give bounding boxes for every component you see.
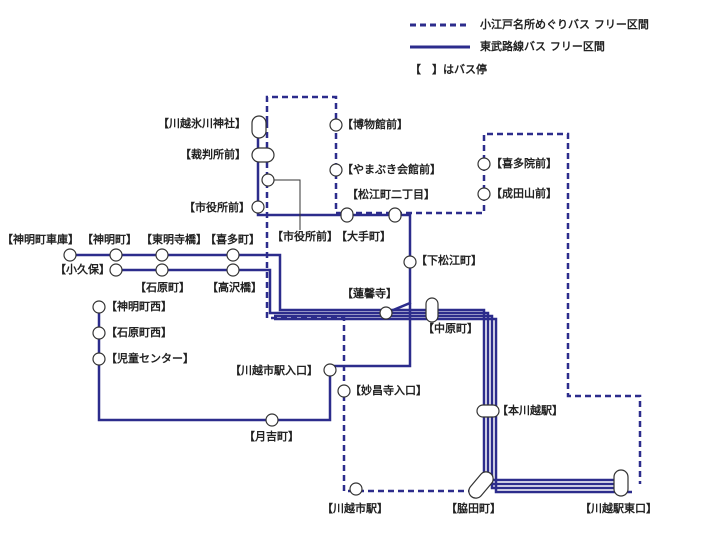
stop-label-hon-kawagoe: 【本川越駅】 xyxy=(497,404,563,417)
stop-marker-shinmeicho-shako xyxy=(63,248,77,262)
stop-label-nakaharacho: 【中原町】 xyxy=(423,322,478,335)
stop-marker-hon-kawagoe xyxy=(476,404,500,418)
legend-free-bus-label: 小江戸名所めぐりバス フリー区間 xyxy=(480,18,649,31)
stop-marker-kawagoe-shi xyxy=(349,482,363,496)
stop-label-kawagoe-hikawa: 【川越氷川神社】 xyxy=(158,117,246,130)
stop-marker-shiyakusho-1 xyxy=(251,200,265,214)
stop-label-ishiharacho: 【石原町】 xyxy=(135,281,190,294)
stop-label-hakubutsukan: 【博物館前】 xyxy=(342,118,408,131)
stop-marker-kokubo xyxy=(109,263,123,277)
stop-marker-rensho-ji xyxy=(379,306,393,320)
stop-label-kitain: 【喜多院前】 xyxy=(491,157,557,170)
stop-layer xyxy=(63,115,629,499)
stop-marker-shinmeicho xyxy=(109,248,123,262)
stop-marker-shinmeicho-nishi xyxy=(92,300,106,314)
stop-label-wakita: 【脇田町】 xyxy=(446,502,501,515)
stop-label-yamabuki: 【やまぶき会館前】 xyxy=(342,163,441,176)
stop-marker-ishiharacho-nishi xyxy=(92,326,106,340)
stop-label-myoshoji: 【妙昌寺入口】 xyxy=(350,384,427,397)
stop-label-jido-center: 【児童センター】 xyxy=(106,352,194,365)
stop-marker-kitain xyxy=(477,157,491,171)
stop-label-ishiharacho-nishi: 【石原町西】 xyxy=(106,326,172,339)
stop-marker-ishiharacho xyxy=(155,263,169,277)
stop-marker-wakita xyxy=(468,471,494,499)
stop-marker-kawagoe-east xyxy=(613,469,629,497)
stop-marker-shiyakusho-2 xyxy=(261,173,275,187)
stop-label-kawagoe-east: 【川越駅東口】 xyxy=(580,502,657,515)
stop-label-matsue-2: 【松江町二丁目】 xyxy=(347,188,435,201)
stop-label-tomei-bashi: 【東明寺橋】 xyxy=(141,233,207,246)
stop-marker-kawagoe-hikawa xyxy=(251,115,267,139)
stop-marker-narita xyxy=(477,187,491,201)
stop-label-shinmeicho: 【神明町】 xyxy=(82,233,137,246)
stop-marker-matsue-2-b xyxy=(388,207,402,223)
leader-line xyxy=(268,179,301,230)
stop-label-kokubo: 【小久保】 xyxy=(55,263,110,276)
stop-label-takasawabashi: 【高沢橋】 xyxy=(207,281,262,294)
stop-label-tsukiyoshi: 【月吉町】 xyxy=(244,430,299,443)
legend-stop-note: 【 】はバス停 xyxy=(410,63,487,76)
stop-label-shimo-matsue: 【下松江町】 xyxy=(416,254,482,267)
stop-marker-kawagoe-shi-iriguchi xyxy=(323,363,337,377)
stop-label-shiyakusho-1: 【市役所前】 xyxy=(184,201,250,214)
stop-marker-yamabuki xyxy=(329,163,343,177)
stop-marker-hakubutsukan xyxy=(329,118,343,132)
stop-label-kitamachi: 【喜多町】 xyxy=(205,233,260,246)
stop-marker-kitamachi xyxy=(226,248,240,262)
free-bus-dashed-route xyxy=(265,95,642,493)
stop-marker-takasawabashi xyxy=(226,263,240,277)
legend-tobu-bus-label: 東武路線バス フリー区間 xyxy=(480,40,605,53)
stop-label-kawagoe-shi-iriguchi: 【川越市駅入口】 xyxy=(230,364,318,377)
stop-marker-nakaharacho xyxy=(425,297,439,323)
stop-label-shiyakusho-2: 【市役所前】 xyxy=(272,230,338,243)
stop-marker-myoshoji xyxy=(337,384,351,398)
stop-marker-saibansho xyxy=(251,147,275,163)
stop-marker-tsukiyoshi xyxy=(265,413,279,427)
stop-label-shinmeicho-shako: 【神明町車庫】 xyxy=(2,233,79,246)
stop-label-narita: 【成田山前】 xyxy=(491,187,557,200)
stop-label-rensho-ji: 【蓮馨寺】 xyxy=(342,287,397,300)
stop-label-shinmeicho-nishi: 【神明町西】 xyxy=(106,300,172,313)
stop-label-otemachi: 【大手町】 xyxy=(336,230,391,243)
stop-marker-matsue-2-a xyxy=(340,207,354,223)
stop-marker-tomei-bashi xyxy=(155,248,169,262)
stop-marker-jido-center xyxy=(92,352,106,366)
stop-label-saibansho: 【裁判所前】 xyxy=(180,148,246,161)
stop-label-kawagoe-shi: 【川越市駅】 xyxy=(322,502,388,515)
stop-marker-shimo-matsue xyxy=(403,255,417,269)
